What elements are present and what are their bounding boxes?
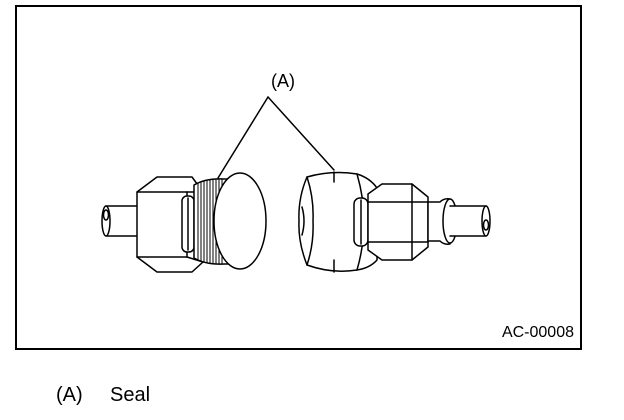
legend: (A) Seal: [56, 383, 150, 407]
right-fitting-assembly: [298, 171, 491, 273]
seal-illustration: [101, 96, 491, 273]
leader-lines: [217, 96, 335, 179]
left-cap-face: [213, 172, 267, 270]
legend-text: Seal: [110, 384, 151, 406]
callout-label: (A): [271, 71, 295, 91]
figure-frame: (A) AC-00008: [15, 5, 582, 350]
left-pipe: [105, 205, 139, 237]
figure-code: AC-00008: [501, 324, 574, 341]
right-pipe: [449, 205, 487, 237]
left-fitting-assembly: [101, 172, 267, 273]
legend-key: (A): [56, 384, 83, 406]
right-hex-nut: [367, 183, 429, 261]
